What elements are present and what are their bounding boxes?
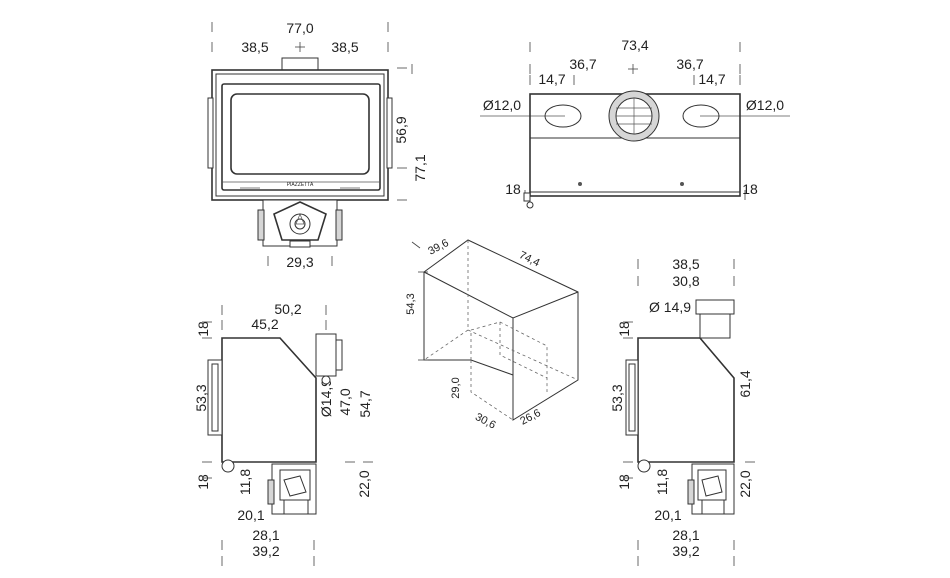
sr-height-body: 53,3 bbox=[609, 384, 625, 411]
sr-bottom-edge: 18 bbox=[616, 474, 632, 490]
iso-inner-h: 29,0 bbox=[450, 377, 462, 398]
sl-width-inner: 45,2 bbox=[251, 316, 278, 332]
sl-height-body: 53,3 bbox=[193, 384, 209, 411]
sl-w-b: 28,1 bbox=[252, 527, 279, 543]
top-half-left: 36,7 bbox=[569, 56, 596, 72]
top-half-right: 36,7 bbox=[676, 56, 703, 72]
front-flue-collar bbox=[281, 57, 319, 71]
front-half-left: 38,5 bbox=[241, 39, 268, 55]
sl-w-a: 20,1 bbox=[237, 507, 264, 523]
top-edge-left: 18 bbox=[505, 181, 521, 197]
side-view-left: 50,2 45,2 18 53,3 Ø14,9 47,0 54,7 18 11,… bbox=[193, 301, 373, 566]
top-width-total: 73,4 bbox=[621, 37, 648, 53]
sl-width-top: 50,2 bbox=[274, 301, 301, 317]
sr-w-b: 28,1 bbox=[672, 527, 699, 543]
sl-w-c: 39,2 bbox=[252, 543, 279, 559]
top-offset-left: 14,7 bbox=[538, 71, 565, 87]
sl-gap: 11,8 bbox=[237, 469, 253, 495]
top-offset-right: 14,7 bbox=[698, 71, 725, 87]
iso-inner-w: 30,6 bbox=[473, 411, 498, 432]
front-half-right: 38,5 bbox=[331, 39, 358, 55]
top-dia-left: Ø12,0 bbox=[483, 97, 521, 113]
iso-height: 54,3 bbox=[405, 293, 417, 314]
front-view: 77,0 38,5 38,5 56,9 77,1 PIAZZETTA 29, bbox=[207, 20, 428, 270]
front-width-total: 77,0 bbox=[286, 20, 313, 36]
iso-view: 39,6 74,4 54,3 29,0 30,6 26,6 bbox=[405, 237, 579, 432]
sl-bottom-edge: 18 bbox=[195, 474, 211, 490]
top-edge-right: 18 bbox=[742, 181, 758, 197]
sr-w-c: 39,2 bbox=[672, 543, 699, 559]
sr-width-inner: 30,8 bbox=[672, 273, 699, 289]
iso-inner-d: 26,6 bbox=[518, 407, 543, 428]
sr-dia-flue: Ø 14,9 bbox=[649, 299, 691, 315]
front-brand: PIAZZETTA bbox=[287, 182, 314, 188]
front-box-width: 29,3 bbox=[286, 254, 313, 270]
sr-height-slope: 61,4 bbox=[737, 370, 753, 397]
sr-box-h: 22,0 bbox=[737, 470, 753, 497]
side-view-right: 38,5 30,8 Ø 14,9 18 53,3 61,4 18 11,8 22… bbox=[609, 256, 755, 566]
sr-gap: 11,8 bbox=[654, 469, 670, 495]
sl-dia-flue: Ø14,9 bbox=[318, 379, 334, 417]
sr-top-edge: 18 bbox=[616, 321, 632, 337]
sl-top-edge: 18 bbox=[195, 321, 211, 337]
sr-width-top: 38,5 bbox=[672, 256, 699, 272]
sl-h-flue: 47,0 bbox=[337, 388, 353, 415]
top-dia-right: Ø12,0 bbox=[746, 97, 784, 113]
front-height-frame: 56,9 bbox=[393, 116, 409, 143]
sr-w-a: 20,1 bbox=[654, 507, 681, 523]
iso-length: 74,4 bbox=[517, 249, 542, 269]
front-height-total: 77,1 bbox=[412, 154, 428, 181]
sl-box-h: 22,0 bbox=[356, 470, 372, 497]
top-view: 73,4 36,7 36,7 14,7 14,7 Ø12,0 Ø12,0 18 … bbox=[480, 37, 790, 209]
sl-h-total: 54,7 bbox=[357, 390, 373, 417]
